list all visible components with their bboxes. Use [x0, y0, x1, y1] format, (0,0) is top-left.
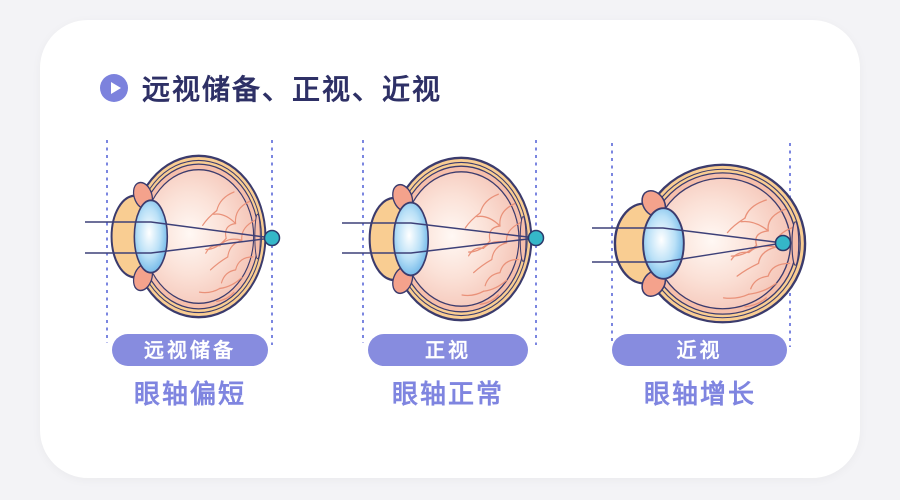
- eye-diagram-emmetropia: [342, 140, 545, 345]
- page-header: 远视储备、正视、近视: [100, 68, 442, 108]
- eye-diagram-hyperopia-reserve: [85, 140, 281, 345]
- focal-point-dot: [774, 234, 792, 252]
- caption-axis-short: 眼轴偏短: [133, 380, 246, 410]
- focal-point-dot: [527, 229, 545, 247]
- eyeball-illustration: [110, 154, 267, 319]
- caption-axis-elongated: 眼轴增长: [643, 380, 756, 410]
- page-title: 远视储备、正视、近视: [142, 73, 443, 106]
- caption-axis-normal: 眼轴正常: [391, 380, 504, 410]
- label-pill-hyperopia-reserve: 远视储备: [112, 334, 268, 366]
- light-rays: [342, 222, 537, 254]
- play-icon: [100, 74, 128, 102]
- label-pill-emmetropia: 正视: [368, 334, 528, 366]
- light-rays: [85, 221, 273, 254]
- eye-diagram-myopia: [592, 143, 807, 347]
- eyeball-illustration: [368, 156, 533, 322]
- light-rays: [592, 227, 784, 263]
- label-pill-myopia: 近视: [612, 334, 787, 366]
- focal-point-dot: [263, 229, 281, 247]
